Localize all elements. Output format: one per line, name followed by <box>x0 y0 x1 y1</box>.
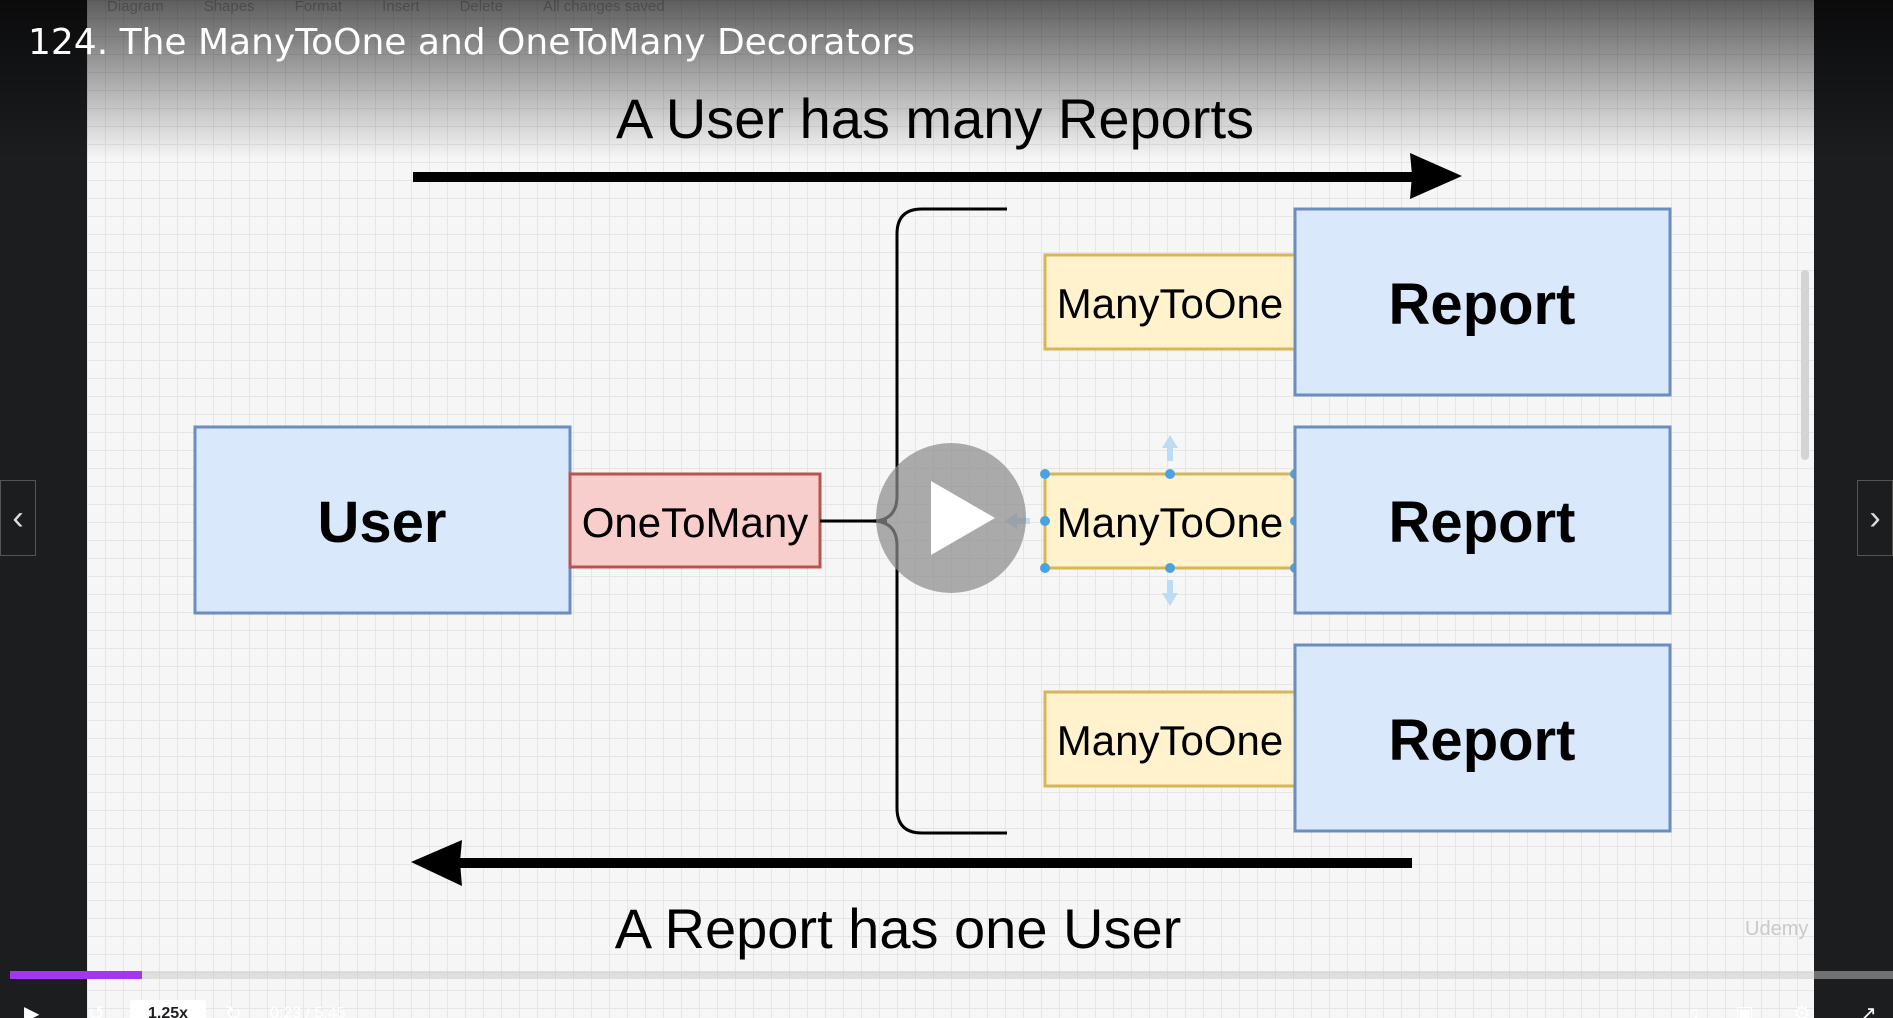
rewind-icon[interactable]: ↺ <box>88 1003 105 1018</box>
progress-bar[interactable] <box>10 971 1893 979</box>
next-lecture-button[interactable]: › <box>1857 480 1893 556</box>
control-bar: ▶ ↺ 1.25x ↻ 0:23 / 5:45 ♫ ▣ ⚙ ↗ <box>0 1000 1893 1018</box>
report-entity-label-3: Report <box>1389 708 1576 773</box>
expand-icon[interactable]: ↗ <box>1860 1003 1877 1018</box>
user-entity-box <box>193 425 572 615</box>
settings-gear-icon[interactable]: ⚙ <box>1793 1003 1811 1018</box>
slide-scrollbar[interactable] <box>1801 270 1809 460</box>
captions-icon[interactable]: ▣ <box>1735 1003 1754 1018</box>
many-to-one-label-1: ManyToOne <box>1057 280 1283 327</box>
many-to-one-box-1 <box>1043 253 1297 351</box>
user-entity-label: User <box>318 490 447 555</box>
one-to-many-box <box>568 472 822 569</box>
play-control-icon[interactable]: ▶ <box>24 1003 40 1018</box>
bottom-arrow-head <box>411 840 462 886</box>
chevron-right-icon: › <box>1869 498 1881 537</box>
top-caption: A User has many Reports <box>616 87 1254 150</box>
play-icon <box>931 481 995 555</box>
report-entity-box-3 <box>1293 643 1672 833</box>
bottom-caption: A Report has one User <box>615 897 1182 960</box>
prev-lecture-button[interactable]: ‹ <box>0 480 36 556</box>
chevron-left-icon: ‹ <box>12 498 24 537</box>
playback-speed-button[interactable]: 1.25x <box>130 1000 207 1018</box>
many-to-one-box-3 <box>1043 690 1297 788</box>
time-display: 0:23 / 5:45 <box>270 1005 346 1018</box>
report-entity-label-2: Report <box>1389 490 1576 555</box>
report-entity-label-1: Report <box>1389 272 1576 337</box>
progress-fill <box>10 971 142 979</box>
brace <box>871 207 1007 835</box>
top-arrow-head <box>1410 153 1462 199</box>
video-title: 124. The ManyToOne and OneToMany Decorat… <box>28 22 916 63</box>
one-to-many-label: OneToMany <box>582 499 808 546</box>
many-to-one-label-2: ManyToOne <box>1057 499 1283 546</box>
udemy-watermark: Udemy <box>1745 918 1809 940</box>
report-entity-box-1 <box>1293 207 1672 397</box>
many-to-one-label-3: ManyToOne <box>1057 717 1283 764</box>
volume-icon[interactable]: ♫ <box>1685 1003 1700 1018</box>
play-button[interactable] <box>876 443 1026 593</box>
report-entity-box-2 <box>1293 425 1672 615</box>
forward-icon[interactable]: ↻ <box>225 1003 242 1018</box>
many-to-one-box-2 <box>1043 472 1297 570</box>
